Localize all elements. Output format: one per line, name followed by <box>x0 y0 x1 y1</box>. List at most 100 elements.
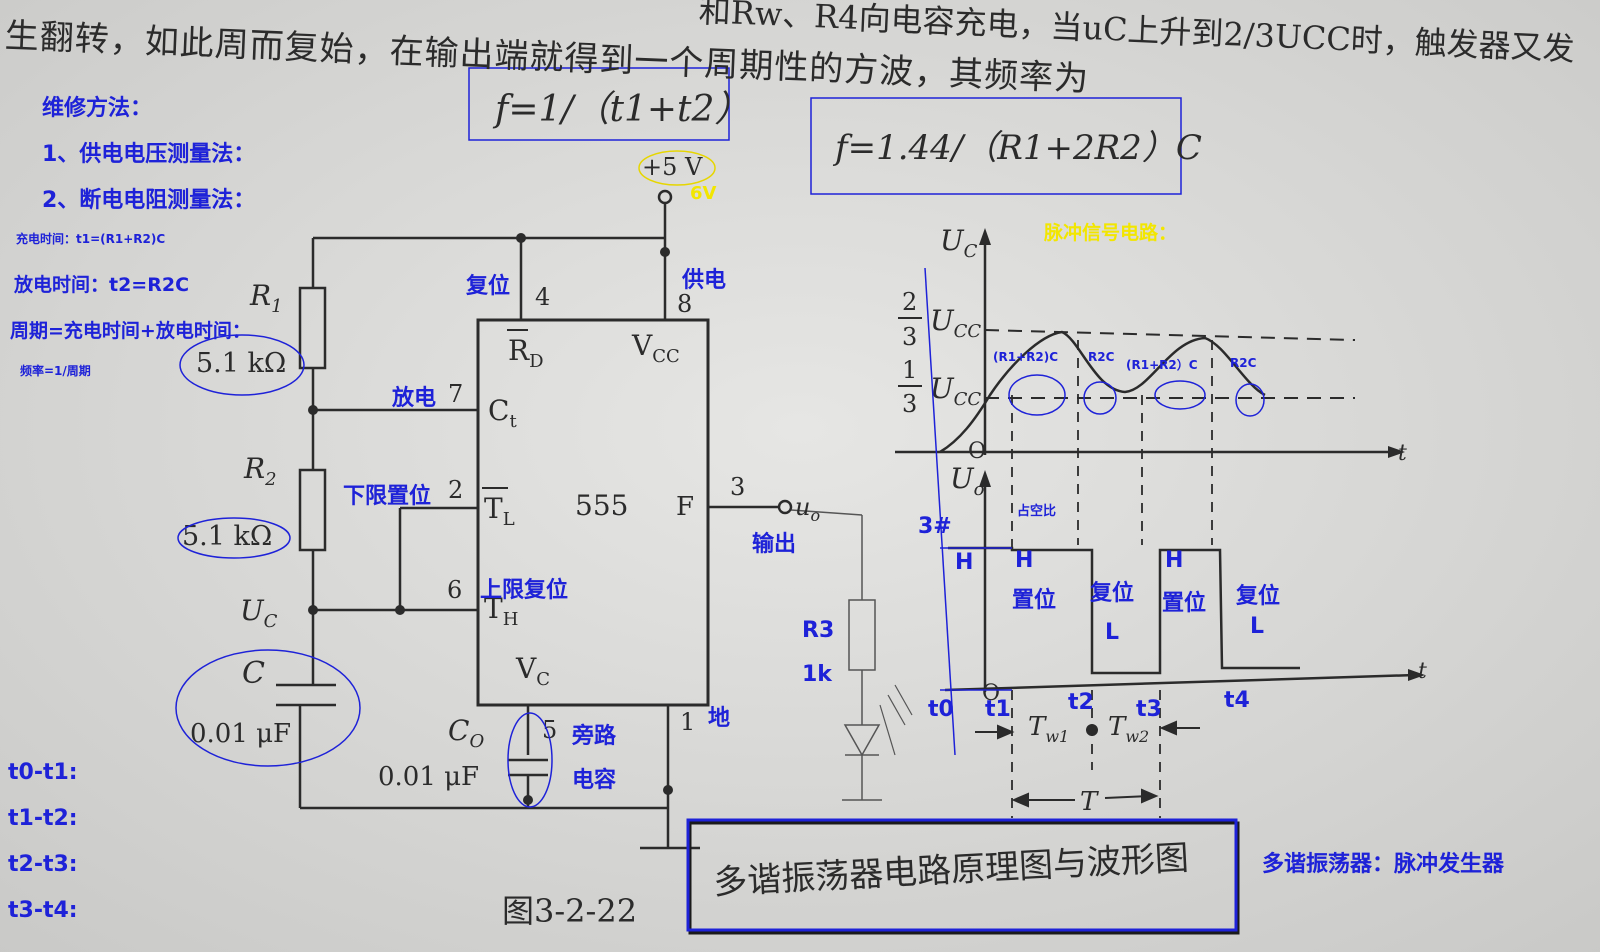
figure-number: 图3-2-22 <box>502 892 638 930</box>
tw-arrows <box>975 720 1200 808</box>
pin-number-4: 4 <box>535 283 550 311</box>
annotation-shapes <box>175 67 1265 808</box>
pin-number-2: 2 <box>448 476 463 504</box>
duty-cycle-label: 占空比 <box>1017 504 1057 519</box>
label-supply-pin8: 供电 <box>682 268 727 293</box>
formula-frequency-time: f=1/（t1+t2） <box>495 89 751 130</box>
junction-dots <box>308 233 673 805</box>
uc-waveform-curve <box>939 330 1266 454</box>
segment-discharge-1: R2C <box>1088 350 1115 364</box>
label-discharge-pin7: 放电 <box>392 386 437 411</box>
led-diode <box>843 724 881 757</box>
supply-voltage: +5 V <box>642 153 703 181</box>
uc-origin-label: O <box>968 439 986 464</box>
label-upper-reset-pin6: 上限复位 <box>480 578 569 603</box>
repair-method-2: 2、断电电阻测量法： <box>42 188 256 213</box>
label-ground-pin1: 地 <box>708 706 731 731</box>
tw1-label: Tw1 <box>1028 712 1069 746</box>
pin3-marker: 3# <box>918 514 952 539</box>
r1-value-circle <box>179 334 305 396</box>
time-t2: t2 <box>1068 690 1094 715</box>
reset-label-1: 复位 <box>1090 581 1135 606</box>
resistor-r1 <box>298 286 327 370</box>
high-level-2: H <box>1015 548 1034 573</box>
segment-charge-2: (R1+R2）C <box>1126 358 1198 372</box>
c-value: 0.01 μF <box>190 719 291 749</box>
discharge-time-note: 放电时间：t2=R2C <box>14 274 190 296</box>
r2-value: 5.1 kΩ <box>182 521 272 552</box>
pulse-circuit-title: 脉冲信号电路： <box>1044 222 1178 244</box>
frequency-note: 频率=1/周期 <box>20 364 91 378</box>
two-thirds-denominator: 3 <box>902 323 917 351</box>
time-t0: t0 <box>928 697 954 722</box>
pin-vcc: VCC <box>631 329 680 367</box>
uo-origin-label: O <box>982 681 1000 706</box>
co-circle <box>507 712 553 808</box>
r1-label: R1 <box>249 279 283 317</box>
pin-vc: VC <box>515 652 550 690</box>
interval-t0-t1: t0-t1: <box>8 760 78 785</box>
uc-node-label: UC <box>240 594 278 632</box>
two-thirds-numerator: 2 <box>902 288 917 316</box>
pin-th: TH <box>484 592 518 630</box>
waveform-low-circle-3 <box>1154 380 1206 410</box>
ic-555-body <box>476 318 710 707</box>
label-output-pin3: 输出 <box>752 532 797 557</box>
chip-name: 555 <box>575 489 628 522</box>
uo-time-axis-label: t <box>1418 659 1427 684</box>
charge-time-note: 充电时间：t1=(R1+R2)C <box>16 232 166 246</box>
threshold-dashes <box>984 329 1356 399</box>
formula-box-2 <box>810 97 1182 195</box>
label-lower-set-pin2: 下限置位 <box>343 484 432 509</box>
waveform-axes <box>895 238 1416 692</box>
time-t3: t3 <box>1136 697 1162 722</box>
waveform-arrowheads <box>979 228 1425 681</box>
co-label: CO <box>448 714 484 752</box>
r3-value: 1k <box>802 662 832 687</box>
resistor-r3 <box>848 599 876 671</box>
supply-circle <box>638 150 716 186</box>
r3-label: R3 <box>802 618 835 643</box>
pin-number-5: 5 <box>542 716 557 744</box>
set-label-2: 置位 <box>1162 591 1207 616</box>
supply-note-6v: 6V <box>690 183 717 204</box>
interval-t1-t2: t1-t2: <box>8 806 78 831</box>
time-t4: t4 <box>1224 688 1250 713</box>
uo-axis-label: Uo <box>950 462 985 500</box>
pin-ct: Ct <box>488 394 517 432</box>
pin-tl: TL <box>484 492 515 530</box>
interval-t3-t4: t3-t4: <box>8 898 78 923</box>
one-third-denominator: 3 <box>902 390 917 418</box>
waveform-low-circle-4 <box>1235 383 1265 417</box>
co-value: 0.01 μF <box>378 762 479 792</box>
formula-box-1 <box>468 67 730 141</box>
supply-terminal <box>657 189 673 205</box>
segment-charge-1: (R1+R2)C <box>993 350 1059 364</box>
pin-number-3: 3 <box>730 473 745 501</box>
pin-f: F <box>676 492 694 522</box>
label-bypass-1: 旁路 <box>572 724 617 749</box>
waveform-low-circle-2 <box>1083 381 1117 415</box>
interval-t2-t3: t2-t3: <box>8 852 78 877</box>
high-level-1: H <box>955 550 974 575</box>
uo-label: uo <box>795 493 820 525</box>
uc-time-axis-label: t <box>1398 441 1407 466</box>
r2-label: R2 <box>243 452 277 490</box>
label-reset-pin4: 复位 <box>466 274 511 299</box>
time-t1: t1 <box>985 697 1011 722</box>
r1-value: 5.1 kΩ <box>196 348 286 379</box>
repair-method-1: 1、供电电压测量法： <box>42 142 256 167</box>
low-level-2: L <box>1250 614 1265 639</box>
set-label-1: 置位 <box>1012 588 1057 613</box>
reset-label-2: 复位 <box>1236 584 1281 609</box>
waveform-low-circle-1 <box>1008 374 1066 416</box>
resistor-r2 <box>298 468 327 552</box>
repair-methods-title: 维修方法： <box>42 96 153 121</box>
tw2-label: Tw2 <box>1108 712 1149 746</box>
pin-number-7: 7 <box>448 380 463 408</box>
low-level-1: L <box>1105 620 1120 645</box>
ucc-lower-label: UCC <box>930 372 981 410</box>
t0-marker-line <box>924 267 956 756</box>
